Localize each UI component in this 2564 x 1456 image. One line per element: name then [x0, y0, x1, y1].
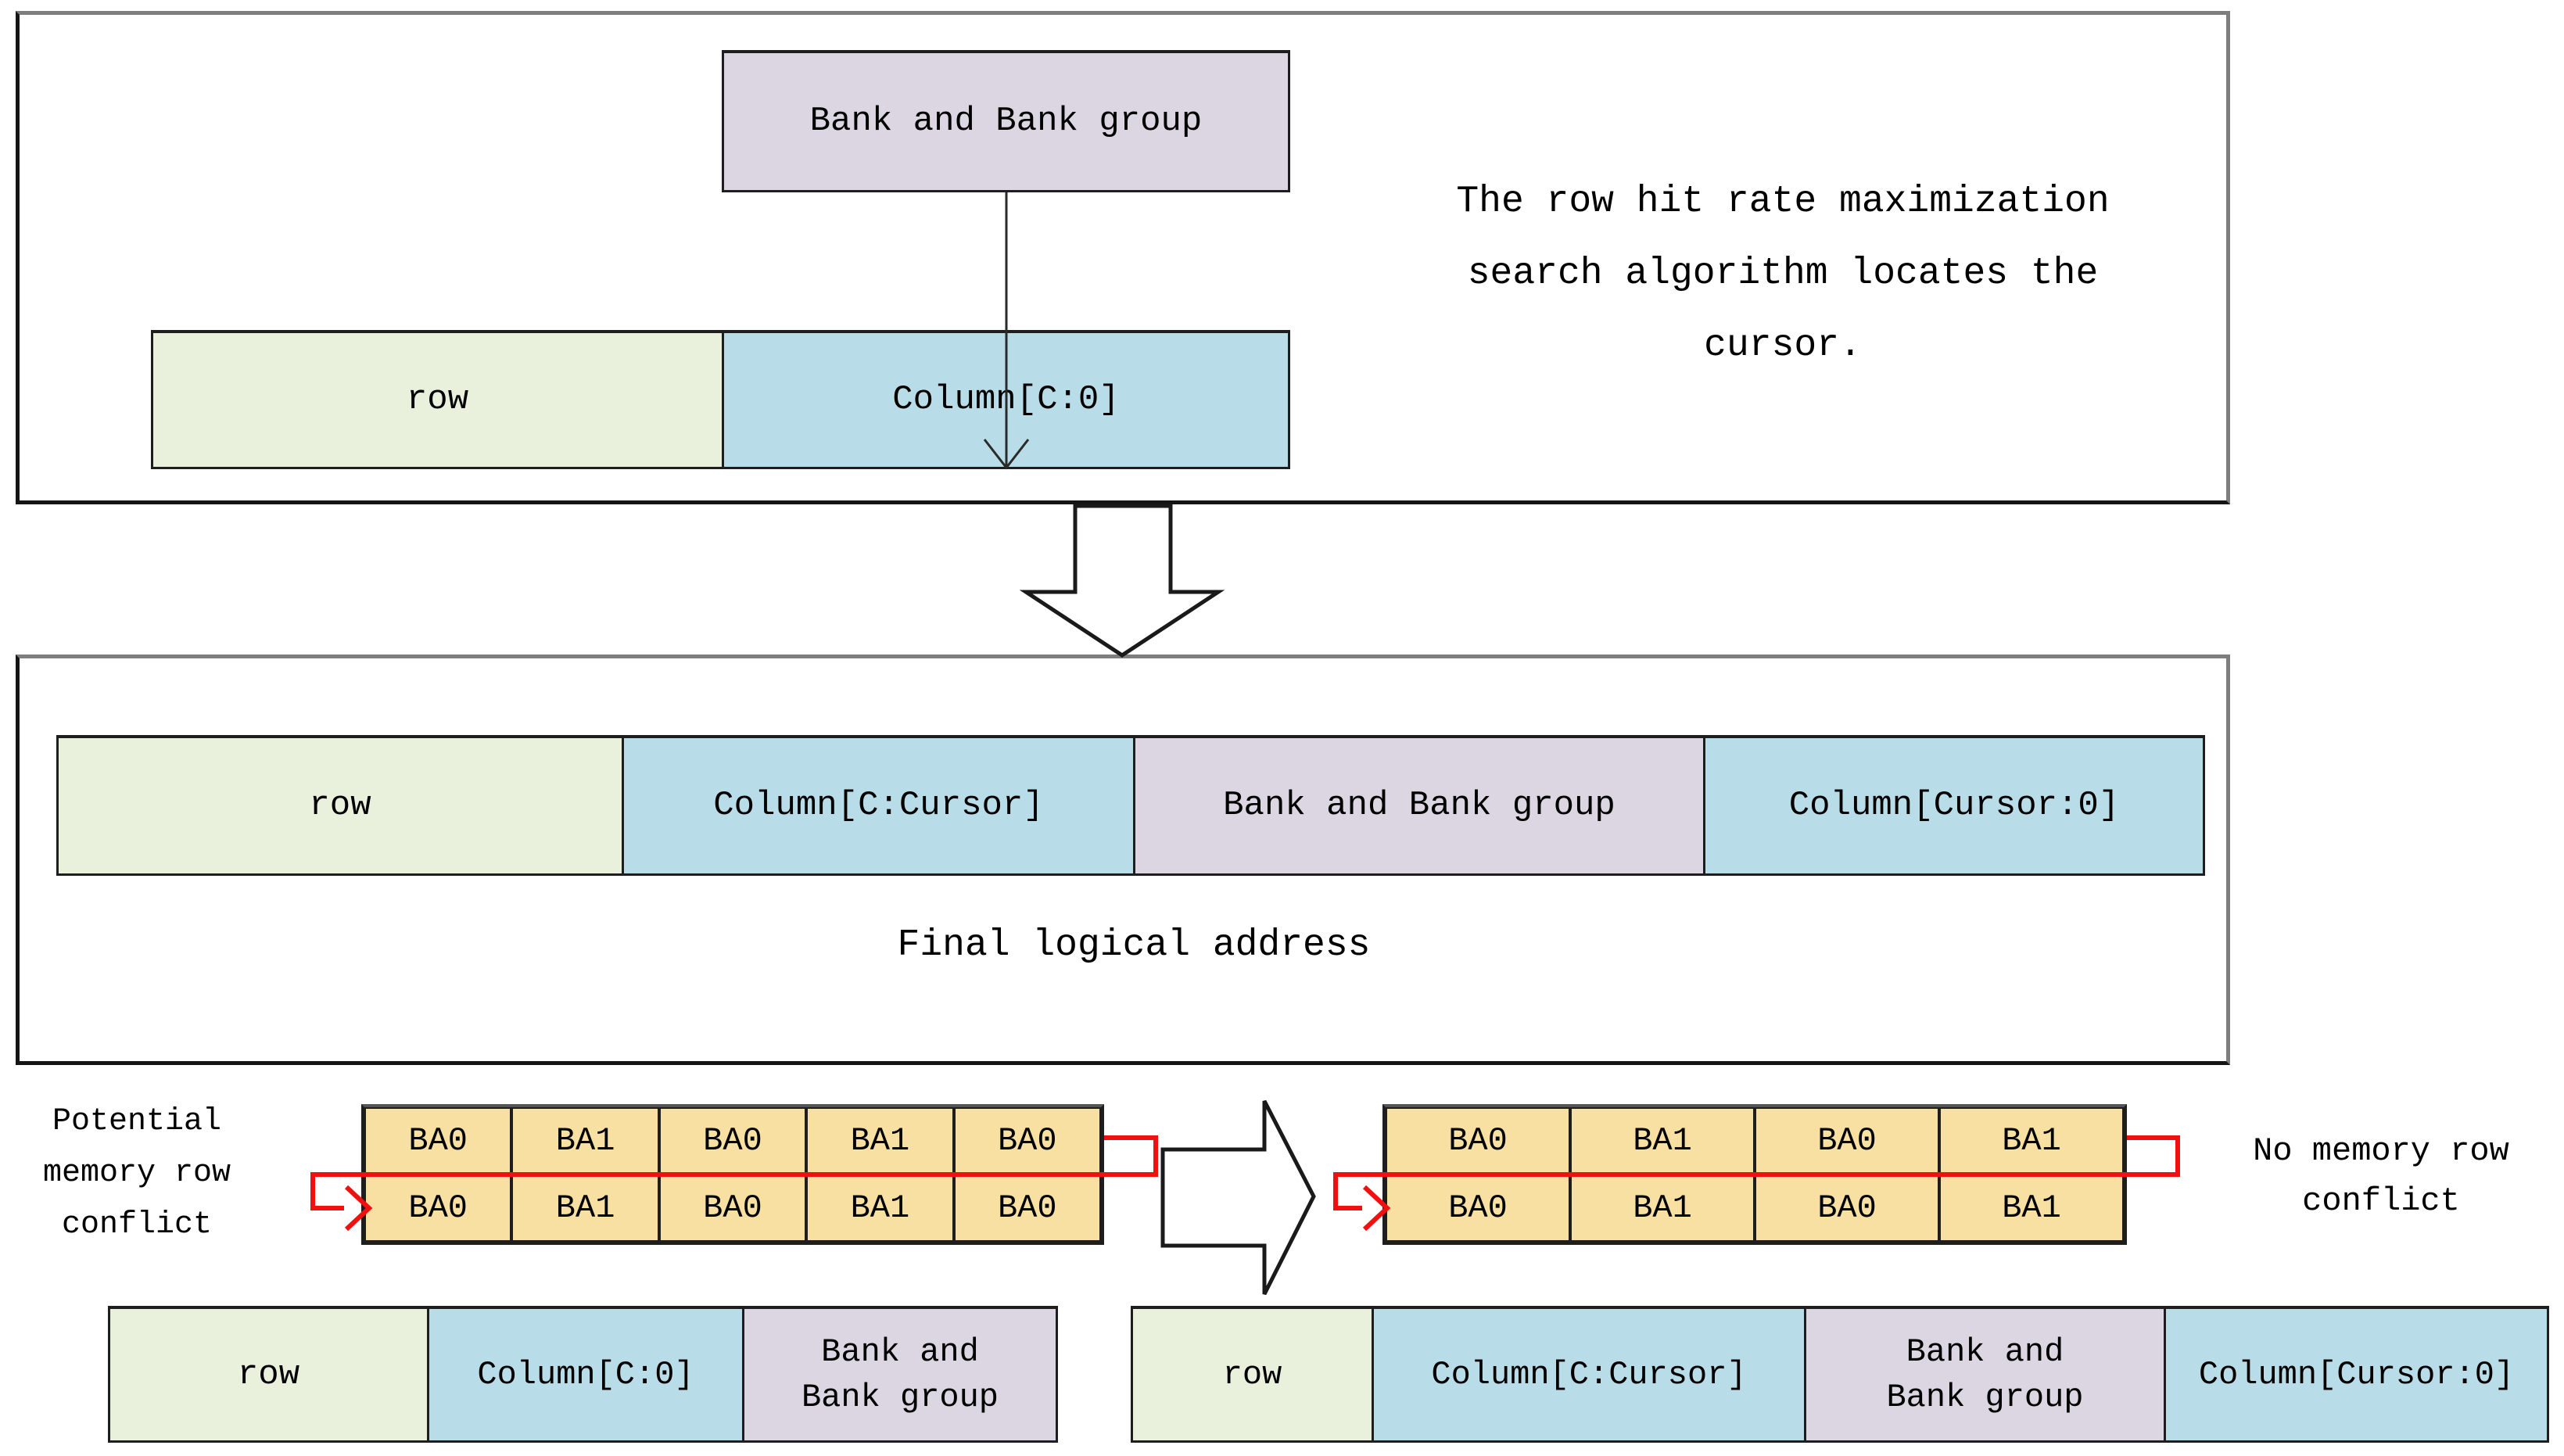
ba-cell: BA1 — [511, 1107, 659, 1174]
ba-cell: BA0 — [1755, 1174, 1939, 1242]
ba-cell: BA1 — [1939, 1174, 2124, 1242]
bottom-left-bar-bank-segment: Bank and Bank group — [742, 1306, 1058, 1443]
note-line-2: search algorithm locates the — [1467, 253, 2099, 295]
ba-cell: BA1 — [511, 1174, 659, 1242]
br-bank-line-1: Bank and — [1906, 1333, 2064, 1371]
bottom-right-bar-bank-segment: Bank and Bank group — [1804, 1306, 2166, 1443]
note-line-3: cursor. — [1704, 325, 1862, 367]
ba-cell: BA0 — [1386, 1107, 1570, 1174]
bottom-right-bar-column-low-segment: Column[Cursor:0] — [2164, 1306, 2549, 1443]
ba-cell: BA0 — [953, 1174, 1101, 1242]
potential-line-1: Potential — [52, 1104, 222, 1139]
big-right-arrow — [1160, 1099, 1316, 1296]
bottom-left-bar-row-segment: row — [108, 1306, 429, 1443]
mid-bar-bank-segment: Bank and Bank group — [1133, 735, 1705, 876]
bottom-right-bar-column-high-segment: Column[C:Cursor] — [1372, 1306, 1806, 1443]
ba-cell: BA1 — [806, 1174, 954, 1242]
ba-cell: BA1 — [1939, 1107, 2124, 1174]
br-bank-line-2: Bank group — [1886, 1379, 2084, 1416]
ba-cell: BA1 — [806, 1107, 954, 1174]
mid-bar-column-high-label: Column[C:Cursor] — [713, 786, 1044, 826]
top-bar-row-label: row — [406, 380, 469, 420]
ba-cell: BA1 — [1570, 1174, 1755, 1242]
note-text: The row hit rate maximization search alg… — [1345, 166, 2221, 382]
ba-cell: BA0 — [1755, 1107, 1939, 1174]
mid-bar-row-segment: row — [56, 735, 624, 876]
right-bank-table: BA0 BA1 BA0 BA1 BA0 BA1 BA0 BA1 — [1382, 1104, 2127, 1245]
no-conflict-line-1: No memory row — [2253, 1132, 2509, 1170]
mid-bar-column-high-segment: Column[C:Cursor] — [622, 735, 1135, 876]
bl-row-label: row — [237, 1354, 300, 1394]
ba-cell: BA0 — [658, 1174, 807, 1242]
caption-text: Final logical address — [897, 924, 1371, 966]
ba-cell: BA0 — [364, 1174, 512, 1242]
ba-cell: BA0 — [1386, 1174, 1570, 1242]
bl-bank-line-2: Bank group — [801, 1379, 999, 1416]
top-bar-row-segment: row — [151, 330, 724, 469]
bank-bank-group-box: Bank and Bank group — [722, 50, 1290, 192]
ba-cell: BA1 — [1570, 1107, 1755, 1174]
potential-line-2: memory row — [42, 1156, 231, 1191]
bl-bank-line-1: Bank and — [821, 1333, 979, 1371]
ba-cell: BA0 — [953, 1107, 1101, 1174]
mid-bar-bank-label: Bank and Bank group — [1223, 786, 1615, 826]
ba-cell: BA0 — [658, 1107, 807, 1174]
bl-column-label: Column[C:0] — [477, 1355, 694, 1393]
top-bar-column-segment: Column[C:0] — [722, 330, 1290, 469]
top-bar-column-label: Column[C:0] — [892, 380, 1120, 420]
bottom-right-bar-row-segment: row — [1131, 1306, 1374, 1443]
ba-cell: BA0 — [364, 1107, 512, 1174]
no-conflict-label: No memory row conflict — [2213, 1126, 2549, 1226]
mid-bar-column-low-label: Column[Cursor:0] — [1788, 786, 2120, 826]
bottom-left-bar-column-segment: Column[C:0] — [427, 1306, 744, 1443]
br-row-label: row — [1222, 1355, 1282, 1393]
no-conflict-line-2: conflict — [2302, 1182, 2460, 1220]
mid-bar-column-low-segment: Column[Cursor:0] — [1703, 735, 2205, 876]
mid-bar-row-label: row — [309, 786, 371, 826]
br-column-low-label: Column[Cursor:0] — [2198, 1356, 2515, 1393]
potential-line-3: conflict — [61, 1207, 213, 1243]
big-down-arrow — [1019, 504, 1225, 658]
note-line-1: The row hit rate maximization — [1456, 181, 2110, 223]
potential-conflict-label: Potential memory row conflict — [8, 1096, 266, 1251]
left-bank-table: BA0 BA1 BA0 BA1 BA0 BA0 BA1 BA0 BA1 BA0 — [361, 1104, 1104, 1245]
br-column-high-label: Column[C:Cursor] — [1431, 1356, 1747, 1393]
bank-box-label: Bank and Bank group — [809, 102, 1203, 142]
final-logical-address-caption: Final logical address — [704, 924, 1564, 966]
